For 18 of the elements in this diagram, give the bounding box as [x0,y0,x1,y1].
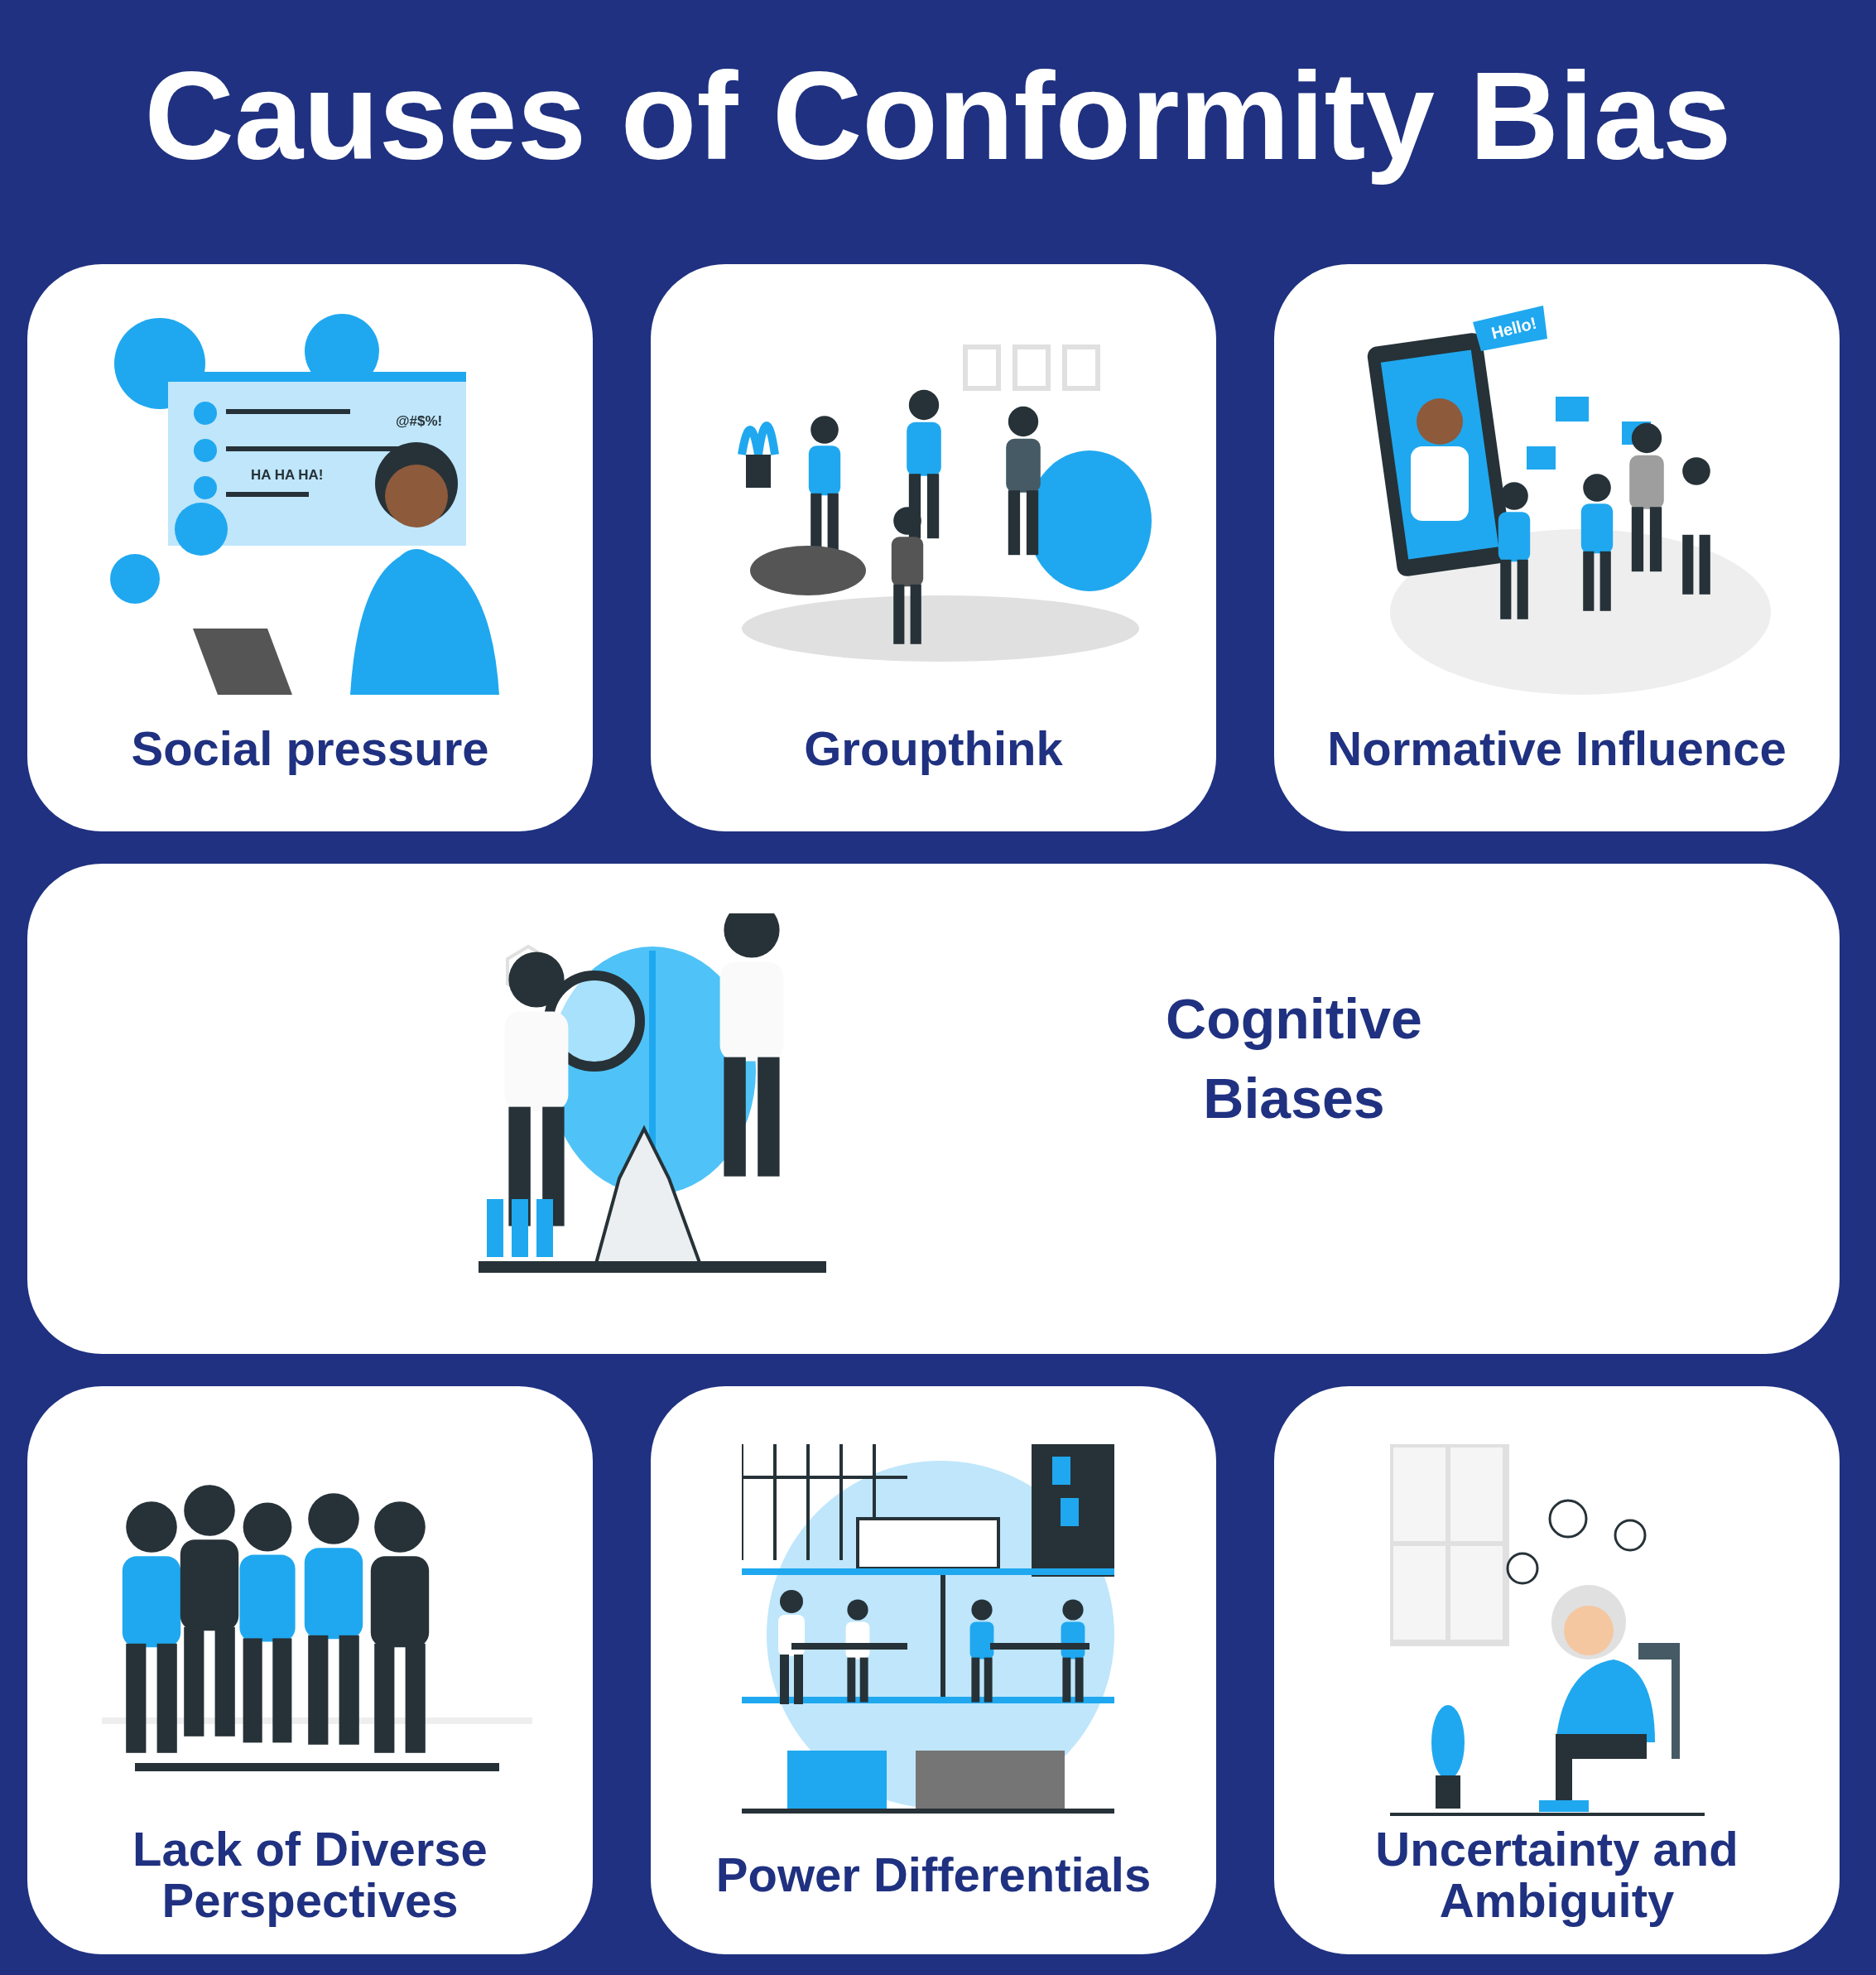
illustration-text: @#$%! [396,413,443,430]
card-title: Social pressure [130,720,490,777]
card-title: Normative Influence [1326,720,1787,777]
card [1274,264,1840,831]
illustration-text: Hello! [1489,313,1539,344]
card-title: Uncertainty and Ambiguity [1374,1821,1739,1929]
card [651,1386,1216,1954]
card [1274,1386,1840,1954]
card [27,264,593,831]
illustration-text: HA HA HA! [251,467,324,484]
title: Causes of Conformity Bias [143,46,1733,187]
card [651,264,1216,831]
card [27,864,1840,1354]
card-title: Power Differentials [714,1847,1152,1903]
card-title: Lack of Diverse Perspectives [132,1821,488,1929]
card [27,1386,593,1954]
card-title: Groupthink [803,720,1064,777]
card-title: Cognitive Biases [1165,996,1423,1120]
